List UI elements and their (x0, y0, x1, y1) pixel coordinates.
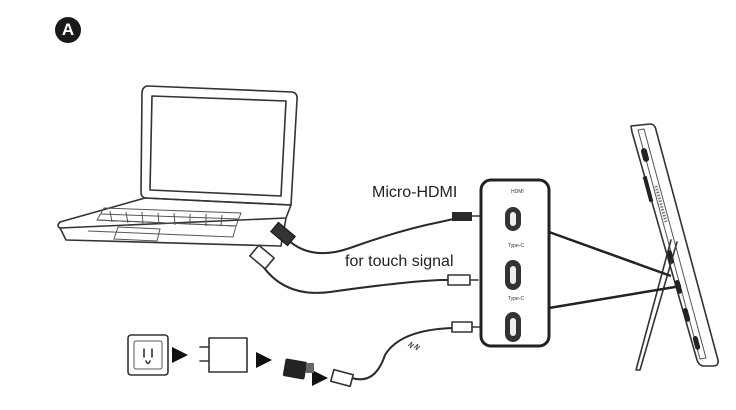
laptop (57, 85, 298, 247)
power-cable (329, 321, 480, 388)
touch-usb-cable (249, 244, 479, 294)
leader-lines (548, 230, 682, 310)
touch-signal-label: for touch signal (345, 253, 454, 270)
port-panel (479, 178, 551, 348)
power-adapter-chain (127, 334, 328, 386)
step-badge: A (55, 17, 81, 43)
micro-hdmi-label: Micro-HDMI (372, 184, 458, 201)
port-label-typec-1: Type-C (508, 243, 525, 249)
port-label-group: HDMI Type-C Type-C (508, 189, 525, 302)
micro-hdmi-cable (270, 212, 481, 255)
port-label-hdmi: HDMI (511, 189, 524, 195)
port-label-typec-2: Type-C (508, 296, 525, 302)
portable-monitor (630, 123, 719, 371)
